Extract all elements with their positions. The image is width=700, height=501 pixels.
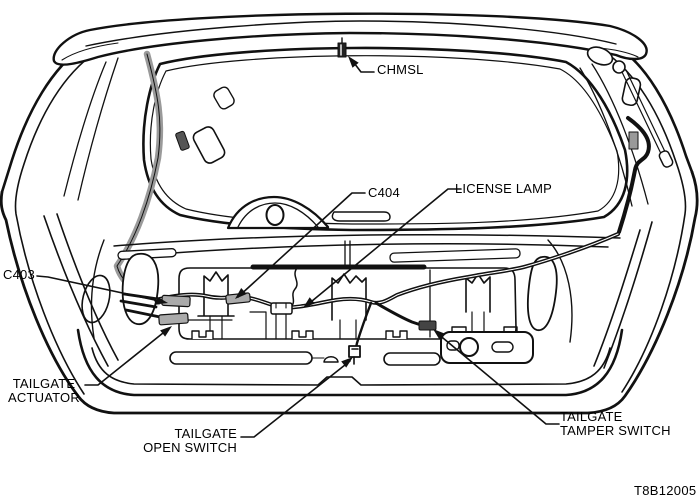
callout-leaders: [36, 56, 560, 438]
wiper-pivot-hole: [265, 204, 285, 226]
tamper-switch-wire: [374, 301, 426, 328]
chmsl-marker: [337, 37, 347, 58]
c403-connector: [161, 294, 191, 308]
leader-c403: [36, 275, 165, 303]
trim-slot-right: [383, 352, 441, 366]
arrow-tailgate-open-switch: [341, 357, 353, 368]
gas-strut-rod: [621, 69, 669, 161]
left-pillar-plug: [213, 86, 235, 110]
window-opening: [142, 46, 629, 232]
mid-band: [113, 195, 621, 266]
label-license-lamp: LICENSE LAMP: [455, 181, 553, 196]
right-pillar-detail: [579, 46, 674, 234]
connectors: [158, 292, 437, 340]
label-c404: C404: [368, 185, 400, 200]
strut-ball: [612, 60, 626, 74]
panel-foot-tab: [191, 330, 214, 340]
spoiler: [52, 12, 648, 66]
strut-ball-socket: [586, 46, 614, 66]
leader-tailgate-actuator: [84, 328, 169, 386]
c404-connector: [225, 292, 251, 305]
tailgate-actuator-connector: [158, 312, 189, 326]
license-lamp-wire: [291, 267, 298, 307]
right-pillar-harness: [617, 116, 651, 234]
arrow-c403: [155, 296, 168, 305]
license-lamp-connector: [270, 302, 293, 340]
latch-dome: [323, 356, 339, 363]
label-tailgate-open-switch: TAILGATE OPEN SWITCH: [143, 426, 237, 455]
left-pillar-grommet: [175, 130, 190, 151]
latch-striker-notch: [91, 347, 611, 386]
arrow-tailgate-tamper-switch: [433, 329, 445, 340]
label-c403: C403: [3, 267, 35, 282]
rear-glass-edge: [142, 46, 629, 232]
trim-slot-left: [169, 351, 313, 365]
open-switch-wire: [353, 301, 373, 354]
tailgate-tamper-switch-connector: [418, 320, 437, 331]
arrow-tailgate-actuator: [160, 326, 172, 337]
figure-code: T8B12005: [634, 483, 697, 498]
leader-c404: [237, 192, 366, 298]
label-chmsl: CHMSL: [377, 62, 424, 77]
leader-tailgate-tamper-switch: [436, 332, 560, 425]
liftgate-outline: [0, 42, 699, 415]
leader-tailgate-open-switch: [240, 360, 351, 438]
gas-strut-cap: [658, 150, 674, 168]
arrow-license-lamp: [303, 297, 315, 308]
panel-foot-tab: [385, 330, 408, 340]
arrow-c404: [235, 288, 247, 299]
leader-license-lamp: [305, 188, 462, 307]
left-trim-oval: [81, 274, 111, 324]
left-pillar-clip: [192, 126, 226, 164]
panel-foot-tab: [291, 330, 314, 340]
center-seam: [344, 240, 351, 266]
right-pillar-gray-clip: [628, 131, 639, 150]
right-shelf-bar: [389, 248, 521, 263]
label-tailgate-tamper-switch: TAILGATE TAMPER SWITCH: [560, 409, 671, 438]
label-tailgate-actuator: TAILGATE ACTUATOR: [8, 376, 80, 405]
tailgate-open-switch: [348, 345, 361, 365]
license-plate-handle: [440, 326, 534, 364]
bracket-c404: [197, 271, 235, 317]
vent-slot: [331, 211, 391, 222]
wiper-motor-hump: [226, 195, 330, 230]
arrow-chmsl: [348, 56, 359, 68]
right-teardrop-hole: [526, 256, 558, 331]
